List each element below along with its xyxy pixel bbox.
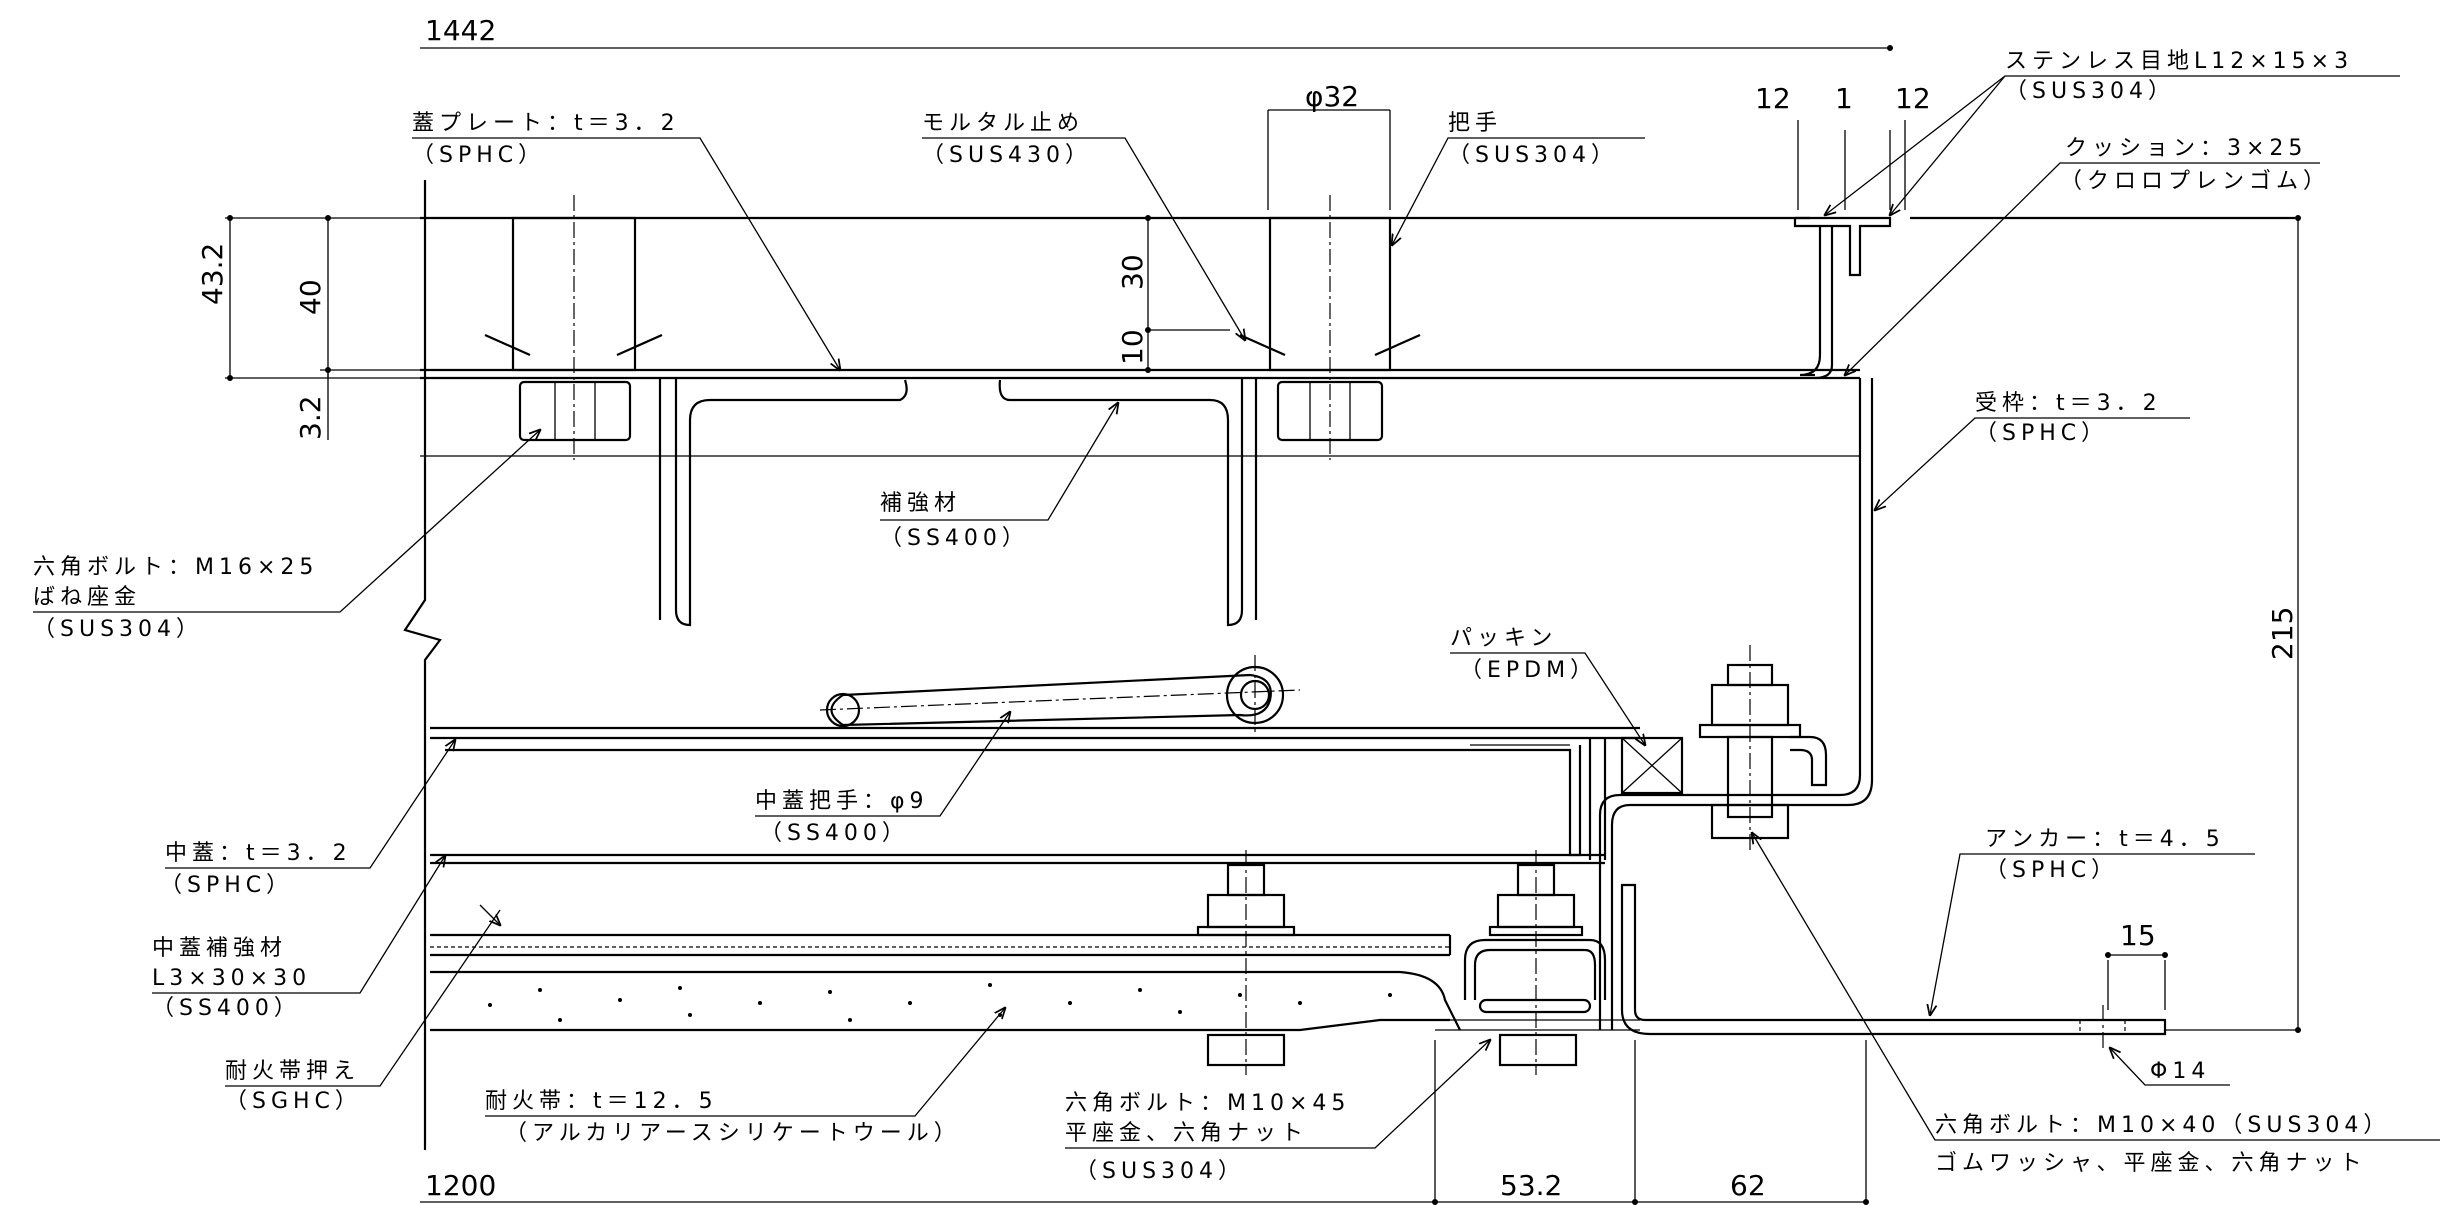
left-height-dimensions [225,109,1391,440]
h-40-text: 40 [294,279,327,315]
svg-text:（SPHC）: （SPHC） [1985,858,2118,883]
stainless-joint [1793,120,1906,380]
svg-text:六角ボルト：M10×45: 六角ボルト：M10×45 [1065,1091,1350,1116]
fire-band [430,933,1461,1032]
inner-cover [430,726,1640,865]
h-215-text: 215 [2266,607,2299,660]
packing [1620,736,1684,795]
handle-center [1239,195,1421,460]
label-cushion: クッション：3×25 （クロロプレンゴム） [1845,136,2330,375]
label-joint: ステンレス目地L12×15×3 （SUS304） [1825,49,2400,215]
w-53-2-text: 53.2 [1500,1169,1562,1202]
top-width-dimension: 1442 [420,14,1893,51]
svg-text:（SPHC）: （SPHC） [412,143,545,168]
h-3-2-text: 3.2 [294,395,327,440]
svg-text:ゴムワッシャ、平座金、六角ナット: ゴムワッシャ、平座金、六角ナット [1935,1151,2367,1176]
label-frame: 受枠：t＝3．2 （SPHC） [1875,391,2190,510]
anchor-15-text: 15 [2120,919,2156,952]
h-10-text: 10 [1116,329,1149,365]
svg-text:補強材: 補強材 [880,491,961,516]
label-cover-plate: 蓋プレート：t＝3．2 （SPHC） [412,111,840,370]
label-stiffener: 補強材 （SS400） [880,403,1118,551]
label-hex-bolt-m10x40: 六角ボルト：M10×40（SUS304） ゴムワッシャ、平座金、六角ナット [1752,833,2440,1176]
svg-text:モルタル止め: モルタル止め [922,111,1084,136]
svg-text:蓋プレート：t＝3．2: 蓋プレート：t＝3．2 [412,111,680,136]
joint-12b-text: 12 [1895,82,1931,115]
svg-text:（SUS304）: （SUS304） [2005,79,2175,104]
label-anchor: アンカー：t＝4．5 （SPHC） [1930,827,2255,1015]
svg-text:（SUS304）: （SUS304） [33,617,203,642]
height-215-dimension [2165,215,2301,1033]
svg-text:（EPDM）: （EPDM） [1460,658,1597,683]
bottom-width-text: 1200 [425,1169,496,1202]
label-packing: パッキン （EPDM） [1450,626,1645,745]
bottom-dimensions [420,1040,1869,1205]
left-break-line [403,180,442,1150]
svg-text:（アルカリアースシリケートウール）: （アルカリアースシリケートウール） [505,1121,961,1146]
svg-text:（SGHC）: （SGHC） [225,1089,362,1114]
fire-band-dots [488,983,1392,1022]
label-hex-bolt-m10x45: 六角ボルト：M10×45 平座金、六角ナット （SUS304） [1065,1040,1490,1184]
h-43-2-text: 43.2 [196,243,229,305]
bolt-m10x45-left [1196,850,1296,1075]
handle-dia-text: φ32 [1305,80,1359,113]
h-30-text: 30 [1116,254,1149,290]
svg-text:Φ14: Φ14 [2150,1059,2210,1084]
svg-text:L3×30×30: L3×30×30 [152,966,311,991]
stiffener-channels [658,378,1258,627]
svg-text:耐火帯：t＝12．5: 耐火帯：t＝12．5 [485,1089,718,1114]
frame-wall [1598,378,1874,1030]
svg-text:（SS400）: （SS400） [152,996,301,1021]
w-62-text: 62 [1730,1169,1766,1202]
svg-text:耐火帯押え: 耐火帯押え [225,1059,360,1084]
svg-text:中蓋把手：φ9: 中蓋把手：φ9 [755,789,929,814]
handle-left [484,195,663,460]
joint-1-text: 1 [1835,82,1853,115]
svg-text:中蓋：t＝3．2: 中蓋：t＝3．2 [165,841,352,866]
svg-text:（SUS304）: （SUS304） [1075,1159,1245,1184]
label-anchor-hole: Φ14 [2110,1048,2230,1086]
label-inner-stiffener: 中蓋補強材 L3×30×30 （SS400） [152,856,445,1021]
svg-text:六角ボルト：M10×40（SUS304）: 六角ボルト：M10×40（SUS304） [1935,1113,2390,1138]
svg-text:パッキン: パッキン [1450,626,1557,651]
label-fire-band: 耐火帯：t＝12．5 （アルカリアースシリケートウール） [485,1008,1005,1146]
label-mortar-stop: モルタル止め （SUS430） [922,111,1245,340]
svg-text:（SPHC）: （SPHC） [160,873,293,898]
label-handle: 把手 （SUS304） [1392,111,1645,245]
svg-text:ばね座金: ばね座金 [33,585,141,610]
svg-text:クッション：3×25: クッション：3×25 [2065,136,2307,161]
svg-text:六角ボルト：M16×25: 六角ボルト：M16×25 [33,555,318,580]
svg-text:中蓋補強材: 中蓋補強材 [152,936,287,961]
anchor [1620,883,2168,1048]
label-fire-band-holder: 耐火帯押え （SGHC） [225,904,500,1114]
svg-text:アンカー：t＝4．5: アンカー：t＝4．5 [1985,827,2225,852]
svg-text:（SUS430）: （SUS430） [922,143,1092,168]
svg-text:平座金、六角ナット: 平座金、六角ナット [1065,1121,1308,1146]
svg-text:（SPHC）: （SPHC） [1975,421,2108,446]
svg-text:（SS400）: （SS400） [880,526,1029,551]
joint-12a-text: 12 [1755,82,1791,115]
svg-text:（SS400）: （SS400） [760,821,909,846]
svg-text:（クロロプレンゴム）: （クロロプレンゴム） [2060,169,2330,194]
bolt-m10x45-right [1435,850,1640,1075]
label-inner-cover: 中蓋：t＝3．2 （SPHC） [160,740,455,898]
bolt-m10x40 [1698,645,1828,850]
svg-text:ステンレス目地L12×15×3: ステンレス目地L12×15×3 [2005,49,2353,74]
top-width-text: 1442 [425,14,496,47]
svg-text:把手: 把手 [1448,111,1502,136]
svg-text:（SUS304）: （SUS304） [1448,143,1618,168]
inner-cover-handle [819,655,1301,735]
label-hex-bolt-m16: 六角ボルト：M16×25 ばね座金 （SUS304） [33,430,540,642]
svg-text:受枠：t＝3．2: 受枠：t＝3．2 [1975,391,2162,416]
label-inner-handle: 中蓋把手：φ9 （SS400） [755,712,1010,846]
